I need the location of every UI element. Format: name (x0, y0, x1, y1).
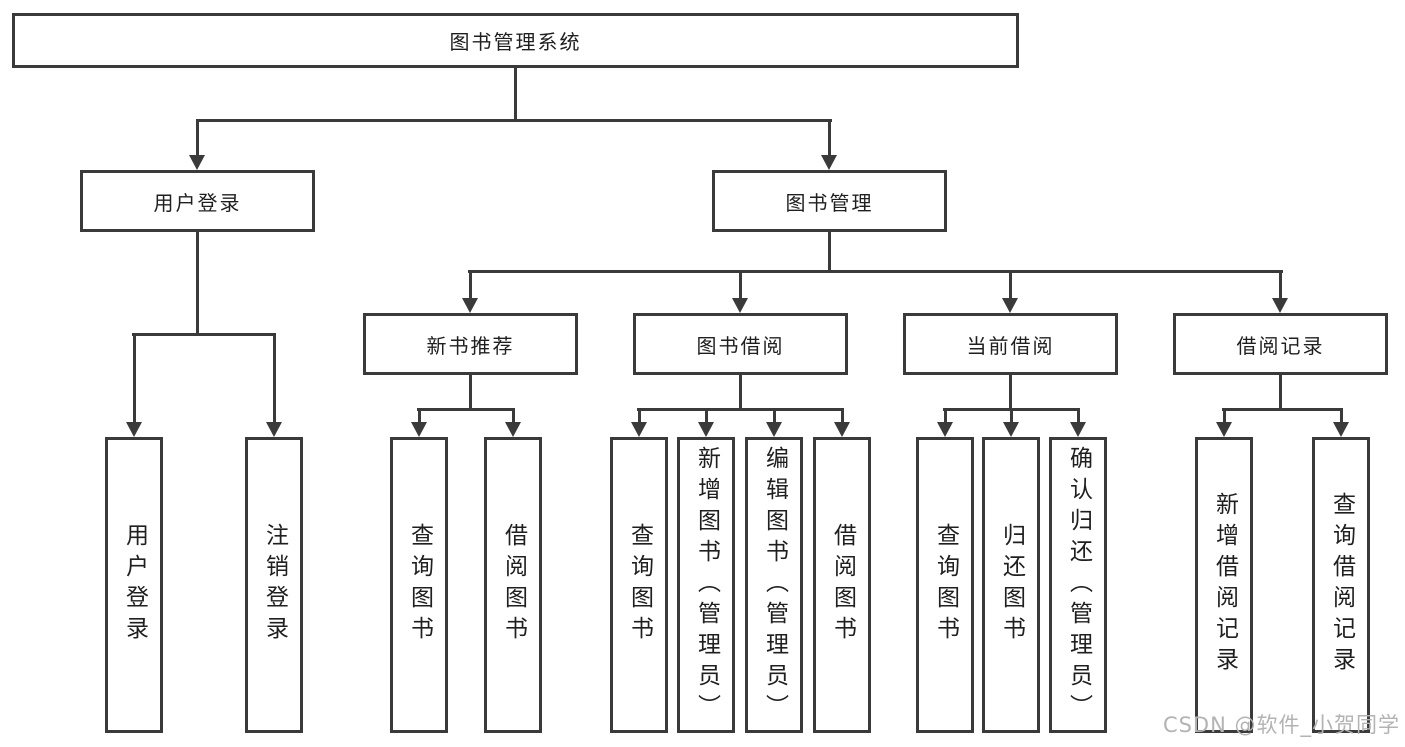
connector-arrow-down-icon (1215, 408, 1233, 437)
leaf-query-borrow-record: 查询借阅记录 (1312, 437, 1370, 733)
connector-line (132, 333, 276, 336)
connector-arrow-down-icon (504, 408, 522, 437)
leaf-borrow-books-recommend: 借阅图书 (484, 437, 542, 733)
connector-arrow-down-icon (1002, 270, 1019, 313)
connector-line (1279, 375, 1282, 411)
connector-arrow-down-icon (1002, 408, 1020, 437)
node-borrowing-records: 借阅记录 (1173, 313, 1388, 375)
leaf-return-books: 归还图书 (982, 437, 1040, 733)
connector-arrow-down-icon (410, 408, 428, 437)
connector-line (469, 375, 472, 411)
leaf-add-books-admin: 新增图书（管理员） (677, 437, 735, 733)
connector-arrow-down-icon (125, 333, 143, 437)
connector-line (514, 68, 517, 121)
connector-arrow-down-icon (189, 119, 206, 170)
connector-arrow-down-icon (833, 408, 851, 437)
connector-line (417, 408, 515, 411)
leaf-borrow-books: 借阅图书 (813, 437, 871, 733)
leaf-logout: 注销登录 (245, 437, 303, 733)
connector-line (637, 408, 844, 411)
connector-arrow-down-icon (697, 408, 715, 437)
node-new-book-recommend: 新书推荐 (363, 313, 578, 375)
connector-line (828, 232, 831, 272)
connector-line (1222, 408, 1343, 411)
node-book-management: 图书管理 (712, 170, 947, 232)
leaf-edit-books-admin: 编辑图书（管理员） (745, 437, 803, 733)
connector-arrow-down-icon (630, 408, 648, 437)
connector-arrow-down-icon (765, 408, 783, 437)
connector-line (739, 375, 742, 411)
connector-arrow-down-icon (462, 270, 479, 313)
leaf-query-books-borrowing: 查询图书 (610, 437, 668, 733)
leaf-confirm-return-admin: 确认归还（管理员） (1049, 437, 1107, 733)
connector-line (468, 270, 1283, 273)
connector-line (196, 232, 199, 335)
node-current-borrowing: 当前借阅 (903, 313, 1118, 375)
leaf-user-login: 用户登录 (105, 437, 163, 733)
csdn-watermark: CSDN @软件_小贺同学 (1162, 713, 1400, 737)
leaf-add-borrow-record: 新增借阅记录 (1195, 437, 1253, 733)
connector-arrow-down-icon (1332, 408, 1350, 437)
connector-arrow-down-icon (821, 119, 838, 170)
connector-arrow-down-icon (732, 270, 749, 313)
leaf-query-books-recommend: 查询图书 (390, 437, 448, 733)
connector-arrow-down-icon (265, 333, 283, 437)
connector-arrow-down-icon (1272, 270, 1289, 313)
connector-line (196, 119, 832, 122)
connector-line (1009, 375, 1012, 411)
connector-arrow-down-icon (936, 408, 954, 437)
node-book-borrowing: 图书借阅 (633, 313, 848, 375)
leaf-query-books-current: 查询图书 (916, 437, 974, 733)
node-user-login: 用户登录 (80, 170, 315, 232)
node-root-library-system: 图书管理系统 (12, 13, 1019, 68)
connector-arrow-down-icon (1069, 408, 1087, 437)
